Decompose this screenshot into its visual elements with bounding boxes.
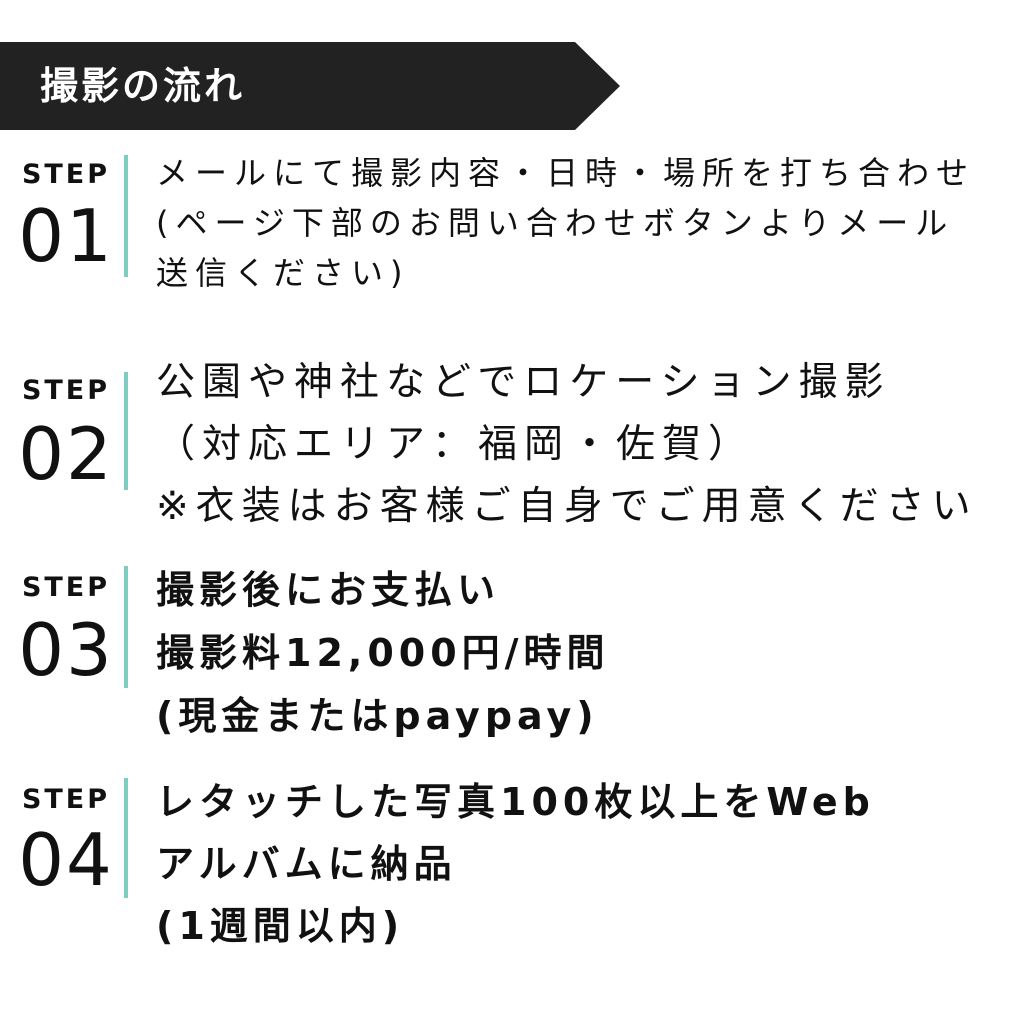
step-text-line: (ページ下部のお問い合わせボタンよりメール (156, 204, 955, 242)
step-text-line: メールにて撮影内容・日時・場所を打ち合わせ (156, 154, 976, 192)
step-divider (124, 566, 128, 688)
step-text-line: 撮影後にお支払い (156, 568, 501, 612)
step-text-line: アルバムに納品 (156, 842, 457, 886)
section-header-banner: 撮影の流れ (0, 42, 620, 130)
step-label: STEP (21, 784, 111, 815)
step-divider (124, 778, 128, 898)
step-number: 04 (18, 818, 114, 902)
step-text-line: (現金またはpaypay) (156, 694, 599, 738)
step-description: 公園や神社などでロケーション撮影 （対応エリア：福岡・佐賀） ※衣装はお客様ご自… (156, 352, 978, 538)
step-text-line: レタッチした写真100枚以上をWeb (156, 780, 875, 824)
step-text-line: 送信ください) (156, 254, 410, 292)
step-text-line: (1週間以内) (156, 904, 405, 948)
step-text-line: ※衣装はお客様ご自身でご用意ください (156, 484, 978, 529)
step-description: メールにて撮影内容・日時・場所を打ち合わせ (ページ下部のお問い合わせボタンより… (156, 148, 975, 298)
step-number: 01 (18, 194, 114, 278)
section-title: 撮影の流れ (40, 64, 246, 108)
step-text-line: 撮影料12,000円/時間 (156, 631, 610, 675)
step-label: STEP (21, 375, 111, 406)
step-label: STEP (21, 572, 111, 603)
step-text-line: 公園や神社などでロケーション撮影 (156, 360, 891, 405)
step-text-line: （対応エリア：福岡・佐賀） (156, 422, 755, 467)
step-divider (124, 372, 128, 490)
step-number: 02 (18, 412, 114, 496)
step-description: 撮影後にお支払い 撮影料12,000円/時間 (現金またはpaypay) (156, 559, 610, 748)
step-description: レタッチした写真100枚以上をWeb アルバムに納品 (1週間以内) (156, 771, 875, 957)
step-divider (124, 155, 128, 277)
step-label: STEP (21, 159, 111, 190)
step-number: 03 (18, 608, 114, 692)
